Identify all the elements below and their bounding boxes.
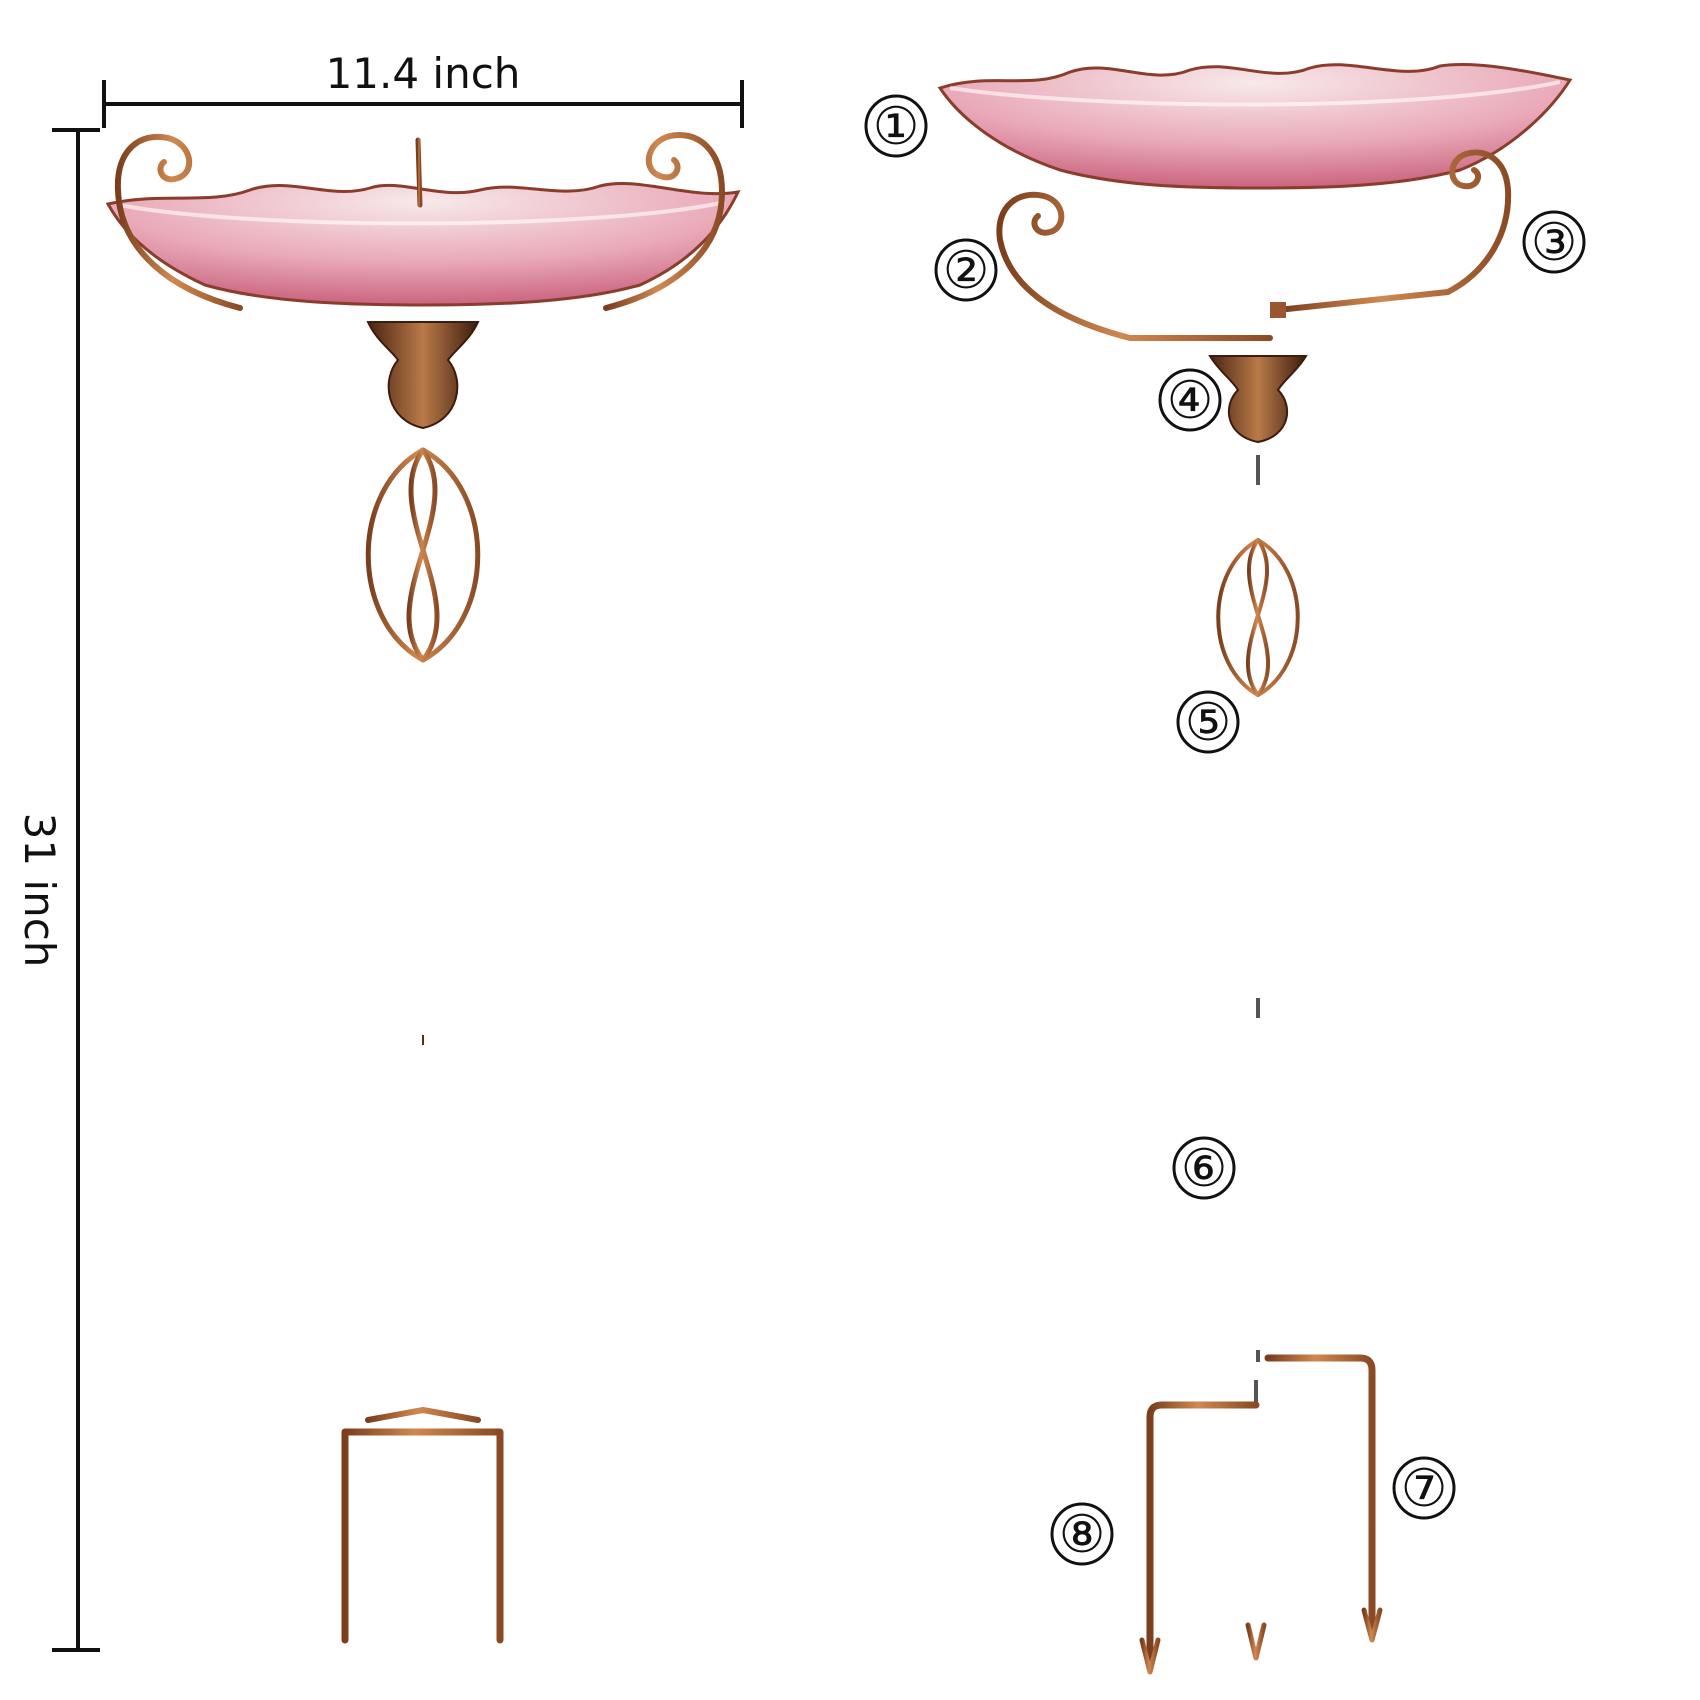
part-label-7: ⑦: [1392, 1456, 1456, 1520]
part-number-5: ⑤: [1185, 693, 1232, 753]
part-number-7: ⑦: [1401, 1459, 1448, 1519]
part-label-6: ⑥: [1172, 1136, 1236, 1200]
part-5-upper-pole: [1216, 455, 1300, 989]
height-dimension: 31 inch: [15, 128, 100, 1652]
height-label: 31 inch: [15, 813, 64, 968]
part-7-right-stake: [1256, 1350, 1383, 1643]
assembled-bowl: [105, 182, 741, 307]
part-3-right-arm: [1270, 149, 1512, 318]
part-label-8: ⑧: [1050, 1502, 1114, 1566]
assembled-collar: [366, 321, 480, 430]
part-number-4: ④: [1167, 371, 1214, 431]
width-dimension: 11.4 inch: [102, 49, 744, 128]
part-label-1: ①: [864, 94, 928, 158]
part-number-8: ⑧: [1059, 1505, 1106, 1565]
part-8-left-stake: [1139, 1380, 1267, 1675]
part-number-1: ①: [873, 97, 920, 157]
part-number-2: ②: [943, 241, 990, 301]
part-label-2: ②: [934, 238, 998, 302]
assembled-scroll-arms: [114, 132, 725, 311]
part-label-5: ⑤: [1176, 690, 1240, 754]
part-4-collar: [1208, 355, 1308, 444]
part-1-bowl: [937, 63, 1573, 190]
width-label: 11.4 inch: [326, 49, 521, 98]
part-number-6: ⑥: [1181, 1139, 1228, 1199]
exploded-view: ① ② ③ ④ ⑤ ⑥ ⑦ ⑧: [864, 63, 1586, 1675]
part-label-3: ③: [1522, 210, 1586, 274]
part-number-3: ③: [1531, 213, 1578, 273]
assembled-pole: [365, 423, 481, 1425]
part-label-4: ④: [1158, 368, 1222, 432]
assembled-view: 11.4 inch 31 inch: [15, 49, 744, 1652]
assembled-stake: [341, 1407, 504, 1644]
part-2-left-arm: [996, 191, 1273, 341]
